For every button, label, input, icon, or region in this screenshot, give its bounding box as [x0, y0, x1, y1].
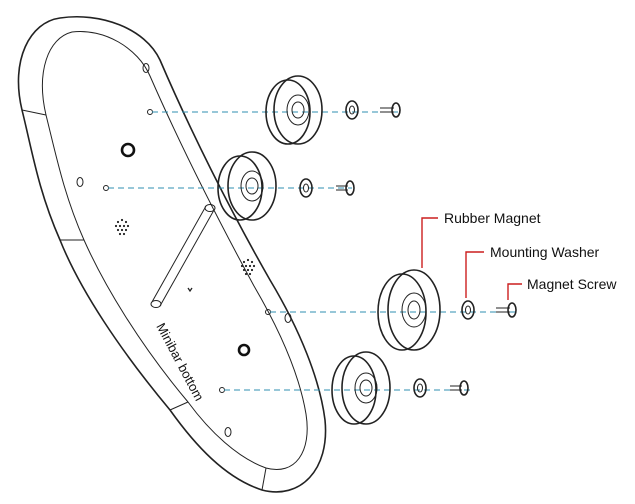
- magnet-screw: [380, 102, 401, 118]
- mounting-washer: [413, 378, 427, 398]
- magnet-set: [217, 151, 355, 221]
- panel-hole: [103, 185, 109, 191]
- panel-hole: [219, 387, 225, 393]
- mounting-washer: [461, 300, 475, 320]
- panel-slot: [76, 177, 84, 187]
- panel-slot: [142, 63, 150, 73]
- vent-grid: [114, 218, 130, 236]
- ring-hole: [120, 142, 136, 158]
- vent-grid: [240, 258, 256, 276]
- rubber-magnet: [377, 269, 441, 351]
- rubber-magnet: [331, 351, 391, 425]
- mounting-washer-leader: [465, 251, 484, 298]
- ring-hole: [237, 343, 251, 357]
- panel-mark: [187, 287, 193, 293]
- magnet-screw: [336, 180, 355, 196]
- magnet-screw: [450, 380, 469, 396]
- mounting-washer: [299, 178, 313, 198]
- magnet-set: [265, 75, 401, 145]
- panel-slot: [224, 427, 232, 437]
- magnet-screw: [496, 302, 517, 318]
- rubber-magnet-label: Rubber Magnet: [444, 210, 541, 226]
- support-rod: [150, 204, 216, 308]
- magnet-screw-leader: [507, 283, 522, 300]
- panel-slot: [284, 313, 292, 323]
- magnet-screw-label: Magnet Screw: [527, 276, 617, 292]
- mounting-washer-label: Mounting Washer: [490, 244, 600, 260]
- rubber-magnet: [217, 151, 277, 221]
- magnet-set: [377, 269, 517, 351]
- mounting-washer: [345, 100, 359, 120]
- rubber-magnet: [265, 75, 323, 145]
- panel-label: Minibar bottom: [153, 320, 207, 403]
- magnet-set: [331, 351, 469, 425]
- rubber-magnet-leader: [421, 217, 438, 268]
- panel-hole: [147, 109, 153, 115]
